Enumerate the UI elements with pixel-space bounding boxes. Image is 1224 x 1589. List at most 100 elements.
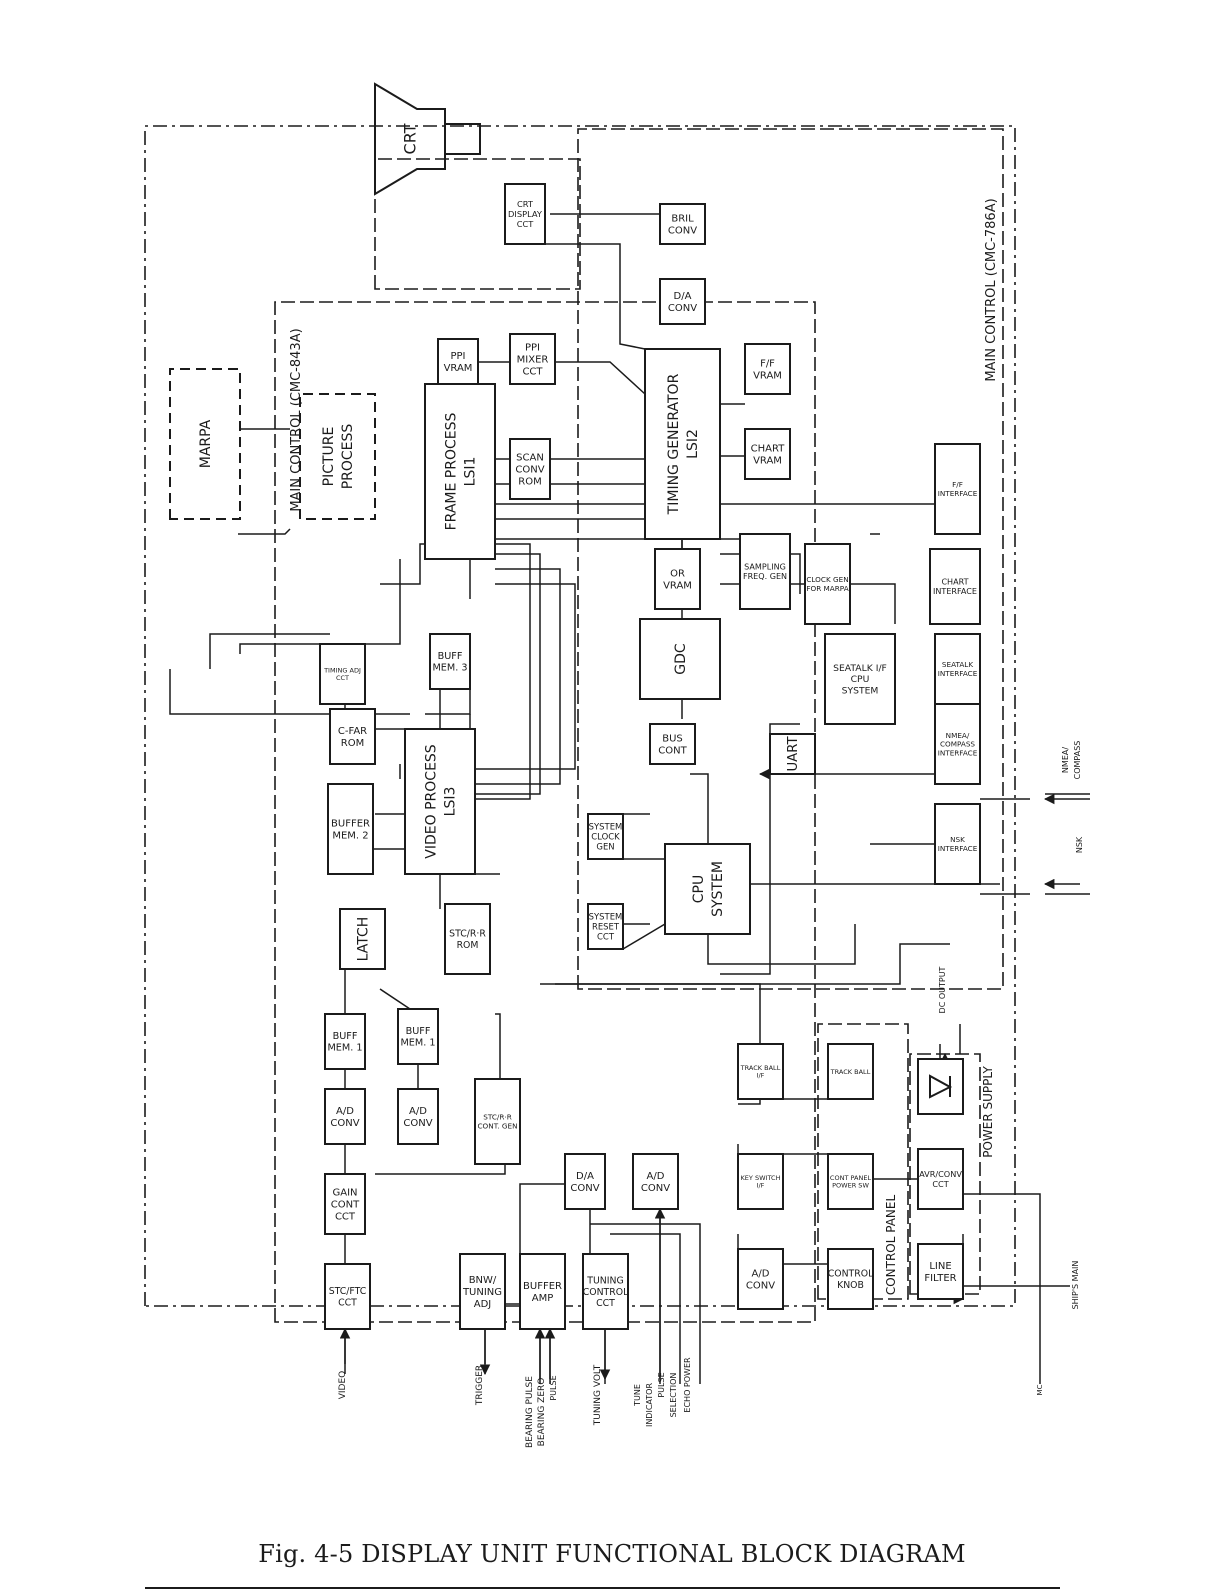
signal-label-10: ECHO POWER — [683, 1357, 692, 1413]
signal-label-15: NMEA/ — [1061, 747, 1070, 773]
marpa-block — [169, 368, 241, 520]
clock-gen-block — [804, 543, 851, 625]
da-conv-top-block — [659, 278, 706, 325]
track-ball-block — [827, 1043, 874, 1100]
stc-ftc-block — [324, 1263, 371, 1330]
buffer-mem2-block — [327, 783, 374, 875]
wire-57 — [622, 923, 666, 950]
wire-19 — [380, 543, 425, 585]
signal-label-12: SHIP'S MAIN — [1071, 1261, 1080, 1310]
frame-process-block — [424, 383, 496, 560]
sampling-freq-block — [739, 533, 791, 610]
cont-panel-sw-block — [827, 1153, 874, 1210]
seatalk-cpu-block — [824, 633, 896, 725]
latch-label-group: LATCH — [355, 917, 371, 962]
nsk-interface-block — [934, 803, 981, 885]
signal-label-14: NSK — [1075, 836, 1084, 853]
wire-53 — [690, 773, 709, 844]
wire-4 — [555, 361, 646, 395]
ff-vram-block — [744, 343, 791, 395]
track-ball-label: TRACK BALL — [830, 1068, 871, 1076]
stc-cont-gen-block — [474, 1078, 521, 1165]
ad-conv-c-block — [632, 1153, 679, 1210]
signal-label-1: TRIGGER — [475, 1365, 485, 1406]
wire-41 — [475, 568, 561, 785]
gdc-block — [639, 618, 721, 700]
wire-15 — [720, 503, 951, 534]
latch-block — [339, 908, 386, 970]
group-border-5 — [374, 158, 581, 290]
signal-label-11: MC — [1036, 1384, 1044, 1395]
marpa-label-group: MARPA — [198, 419, 214, 468]
nmea-interface-block — [934, 703, 981, 785]
signal-label-13: DC OUTPUT — [938, 966, 947, 1013]
tuning-control-block — [582, 1253, 629, 1330]
wire-2 — [545, 243, 646, 350]
ppi-mixer-block — [509, 333, 556, 385]
wire-59 — [720, 723, 800, 975]
gdc-label-group: GDC — [673, 643, 689, 675]
signal-label-3: BEARING ZERO — [537, 1378, 547, 1447]
group-label-power-supply: POWER SUPPLY — [981, 1066, 995, 1158]
wire-49 — [379, 988, 411, 1010]
signal-label-9: SELECTION — [669, 1373, 678, 1418]
signal-label-6: TUNE — [633, 1384, 642, 1407]
rectifier-diode-icon — [917, 1058, 964, 1115]
wire-63 — [555, 983, 761, 1105]
wire-42 — [475, 583, 576, 770]
group-label-main-control-b: MAIN CONTROL (CMC-843A) — [289, 328, 304, 511]
video-process-block — [404, 728, 476, 875]
buffer-amp-block — [519, 1253, 566, 1330]
buff-mem1-a-block — [324, 1013, 366, 1070]
stc-rom-block — [444, 903, 491, 975]
chart-interface-block — [929, 548, 981, 625]
wire-85 — [963, 1193, 1041, 1384]
signal-label-4: PULSE — [549, 1375, 558, 1400]
wire-51 — [375, 1164, 506, 1175]
avr-conv-block — [917, 1148, 964, 1210]
cfar-rom-block — [329, 708, 376, 765]
ad-conv-b-block — [397, 1088, 439, 1145]
or-vram-block — [654, 548, 701, 610]
ff-interface-block — [934, 443, 981, 535]
picture-process-block — [299, 393, 376, 520]
gain-cont-block — [324, 1173, 366, 1235]
bnw-tuning-block — [459, 1253, 506, 1330]
signal-label-5: TUNING VOLT — [593, 1364, 603, 1426]
crt-label-group: CRT — [401, 123, 420, 154]
wire-20 — [460, 558, 471, 599]
